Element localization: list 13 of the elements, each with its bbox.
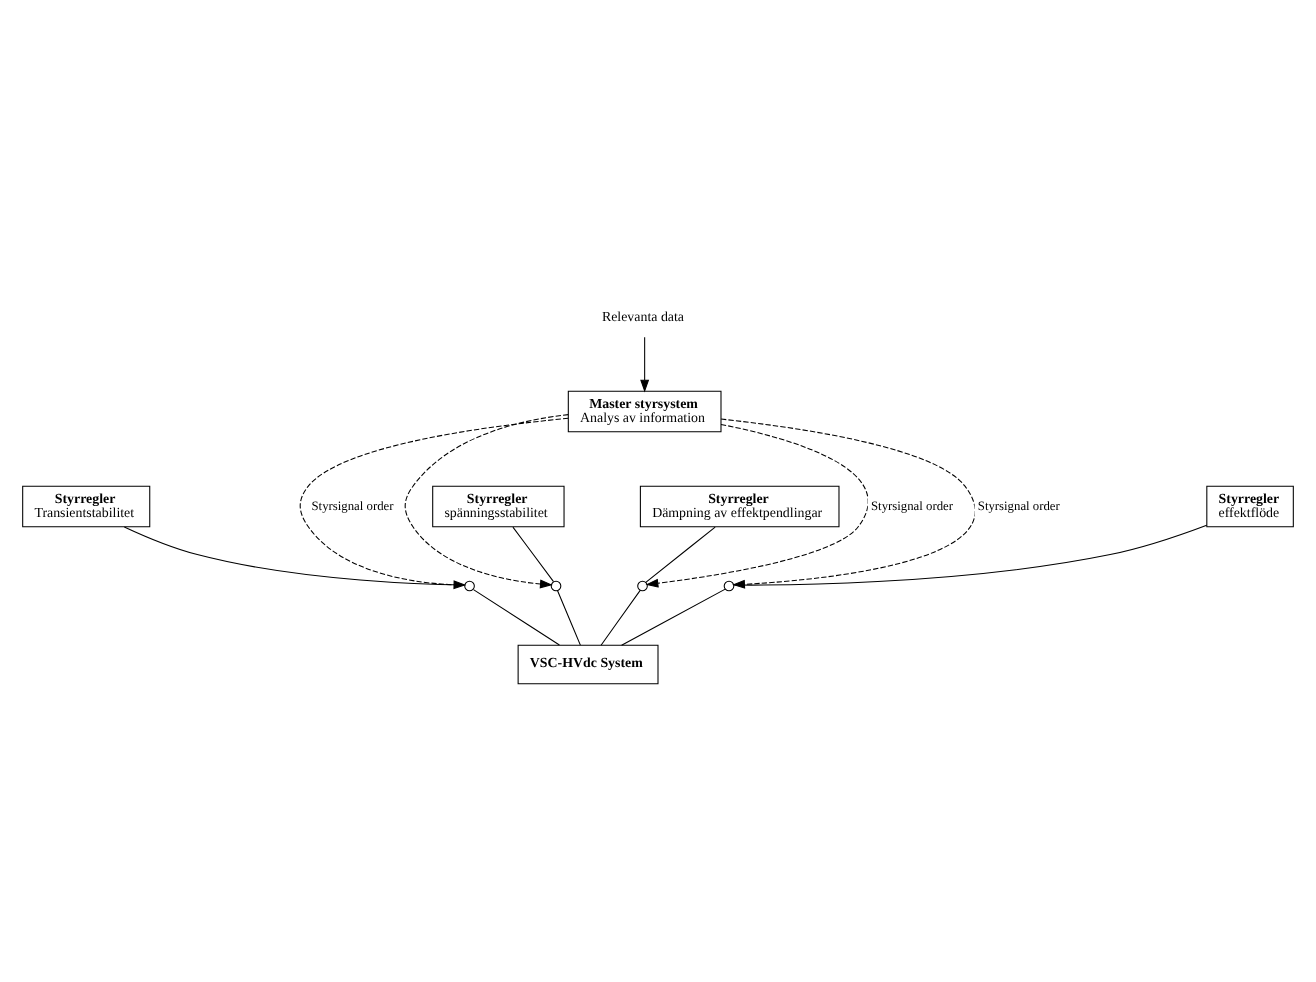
connector <box>123 526 466 586</box>
connector <box>557 590 581 646</box>
connector <box>733 524 1208 586</box>
arrow <box>640 336 650 393</box>
node-switch <box>464 580 475 592</box>
connector <box>645 526 716 583</box>
node-switch <box>550 580 562 592</box>
node-switch <box>723 580 735 592</box>
connector <box>600 589 641 646</box>
connector <box>621 588 726 646</box>
node-switch <box>637 580 648 592</box>
connector <box>512 526 555 583</box>
connector <box>472 589 560 646</box>
